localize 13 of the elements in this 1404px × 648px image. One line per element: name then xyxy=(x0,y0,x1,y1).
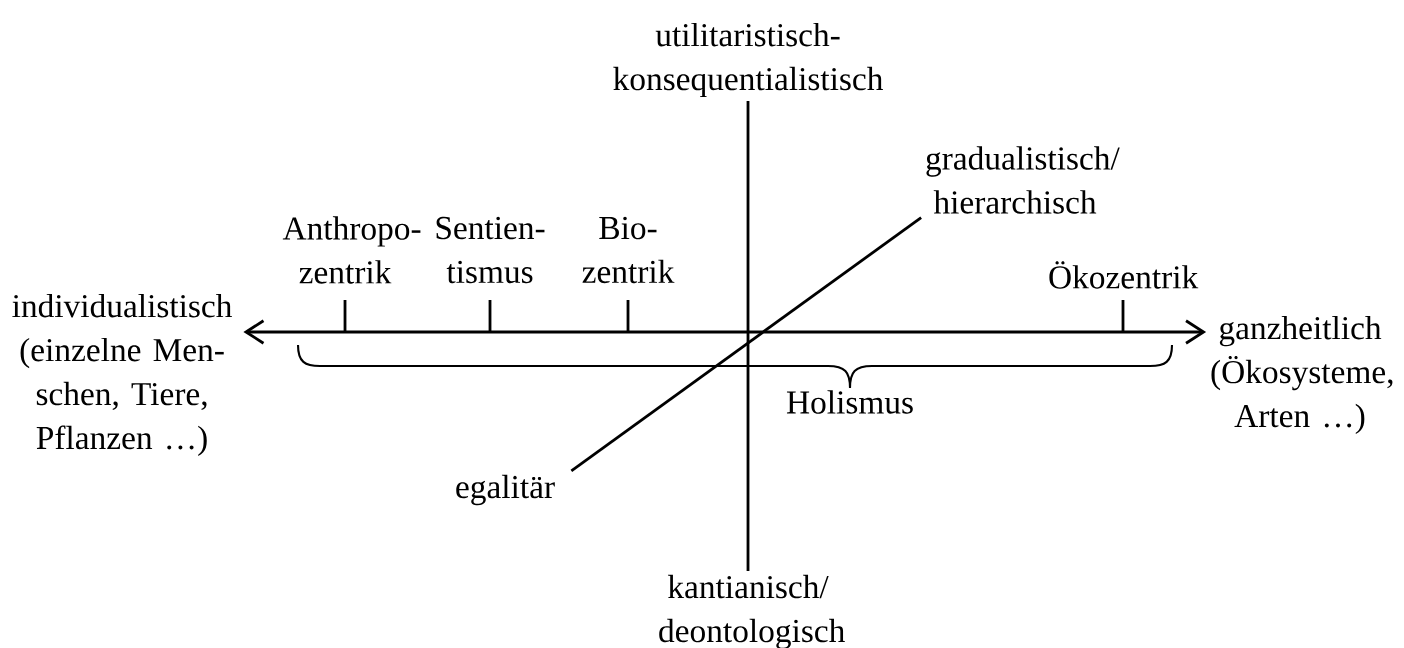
axis-label: ganzheitlich (Ökosysteme, Arten …) xyxy=(1211,315,1393,435)
brace-label: Holismus xyxy=(786,390,913,414)
axis-label: gradualistisch/ hierarchisch xyxy=(926,146,1120,214)
axis-line xyxy=(570,216,922,473)
tick-label: Ökozentrik xyxy=(1049,261,1199,289)
axis-label: utilitaristisch- konsequentialistisch xyxy=(613,22,883,98)
axis-label: egalitär xyxy=(456,474,555,506)
tick-label: Bio- zentrik xyxy=(582,216,675,284)
tick-label: Sentien- tismus xyxy=(436,216,545,284)
tick-label: Anthropo- zentrik xyxy=(282,216,421,284)
axis-line xyxy=(746,100,750,571)
axis-label: individualistisch (einzelne Men- schen, Tiere, Pflanzen …) xyxy=(12,293,232,456)
axis-line xyxy=(243,319,1207,345)
